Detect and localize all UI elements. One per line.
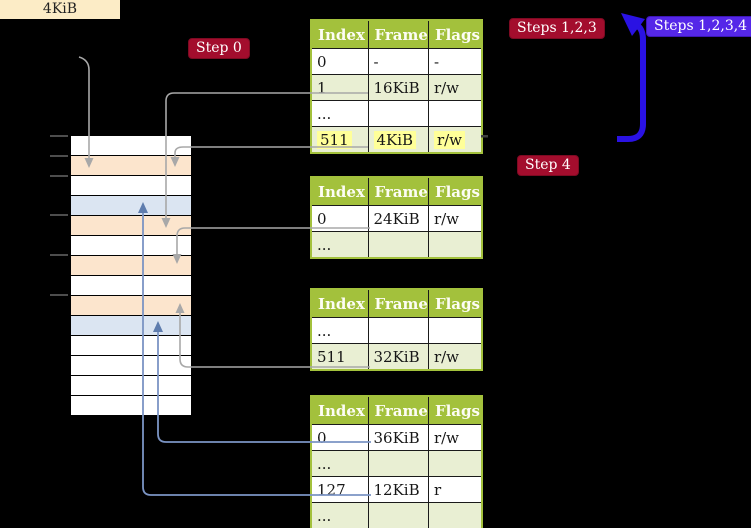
memory-frame-row-blue: [71, 196, 191, 216]
table-cell: 127: [311, 476, 369, 503]
table-cell: [428, 317, 483, 344]
table-cell: ...: [311, 502, 369, 528]
column-header: Flags: [428, 20, 483, 49]
table-cell: r: [428, 476, 483, 503]
memory-frame-row-white: [71, 376, 191, 396]
memory-frame-row-white: [71, 396, 191, 415]
table-cell: 511: [311, 343, 369, 370]
table-cell: [428, 100, 483, 127]
table-cell: -: [428, 48, 483, 75]
column-header: Frame: [368, 20, 429, 49]
table-cell: [428, 231, 483, 258]
table-cell: 16KiB: [368, 74, 429, 101]
column-header: Frame: [368, 289, 429, 318]
memory-frame-row-white: [71, 276, 191, 296]
column-header: Index: [311, 177, 369, 206]
table-cell: r/w: [428, 424, 483, 451]
table-cell: 24KiB: [368, 205, 429, 232]
table-cell: 32KiB: [368, 343, 429, 370]
table-cell: [428, 450, 483, 477]
table-cell: r/w: [428, 74, 483, 101]
table-cell: [368, 502, 429, 528]
table-cell: r/w: [428, 126, 483, 153]
column-header: Index: [311, 20, 369, 49]
table-cell: ...: [311, 317, 369, 344]
table-cell: ...: [311, 100, 369, 127]
column-header: Flags: [428, 289, 483, 318]
table-cell: 12KiB: [368, 476, 429, 503]
table-row: 0--: [311, 48, 483, 75]
column-header: Flags: [428, 396, 483, 425]
column-header: Frame: [368, 396, 429, 425]
memory-frame-row-white: [71, 136, 191, 156]
column-header: Flags: [428, 177, 483, 206]
memory-frame-row-peach: [71, 156, 191, 176]
table-cell: ...: [311, 231, 369, 258]
frame-size-label: 4KiB: [0, 0, 120, 19]
step4-label: Step 4: [517, 155, 579, 176]
table-cell: ...: [311, 450, 369, 477]
table-cell: [368, 100, 429, 127]
steps1234-label: Steps 1,2,3,4: [646, 16, 751, 37]
memory-frame-row-blue: [71, 316, 191, 336]
memory-frame-row-peach: [71, 296, 191, 316]
table-cell: r/w: [428, 343, 483, 370]
steps123-label: Steps 1,2,3: [509, 18, 605, 39]
table-cell: 0: [311, 48, 369, 75]
table-cell: 36KiB: [368, 424, 429, 451]
arrow-loop-back-to-top-table: [617, 23, 646, 142]
table-cell: [368, 317, 429, 344]
memory-frame-row-white: [71, 236, 191, 256]
table-row: ...: [311, 450, 483, 477]
memory-frame-row-white: [71, 356, 191, 376]
table-cell: 4KiB: [368, 126, 429, 153]
memory-frame-row-peach: [71, 216, 191, 236]
table-row: ...: [311, 100, 483, 127]
table-cell: -: [368, 48, 429, 75]
table-cell: 0: [311, 424, 369, 451]
physical-memory-column: [70, 135, 192, 416]
column-header: Index: [311, 289, 369, 318]
memory-frame-row-white: [71, 176, 191, 196]
table-row: ...: [311, 231, 483, 258]
step0-label: Step 0: [188, 38, 250, 59]
table-cell: 511: [311, 126, 369, 153]
memory-ticks: [50, 135, 68, 296]
arrowhead-up-left: [621, 13, 645, 36]
table-row: ...: [311, 317, 483, 344]
table-cell: r/w: [428, 205, 483, 232]
table-row: ...: [311, 502, 483, 528]
table-cell: [428, 502, 483, 528]
table-cell: [368, 231, 429, 258]
memory-frame-row-white: [71, 336, 191, 356]
column-header: Index: [311, 396, 369, 425]
table-cell: 1: [311, 74, 369, 101]
memory-frame-row-peach: [71, 256, 191, 276]
table-cell: [368, 450, 429, 477]
table-cell: 0: [311, 205, 369, 232]
column-header: Frame: [368, 177, 429, 206]
